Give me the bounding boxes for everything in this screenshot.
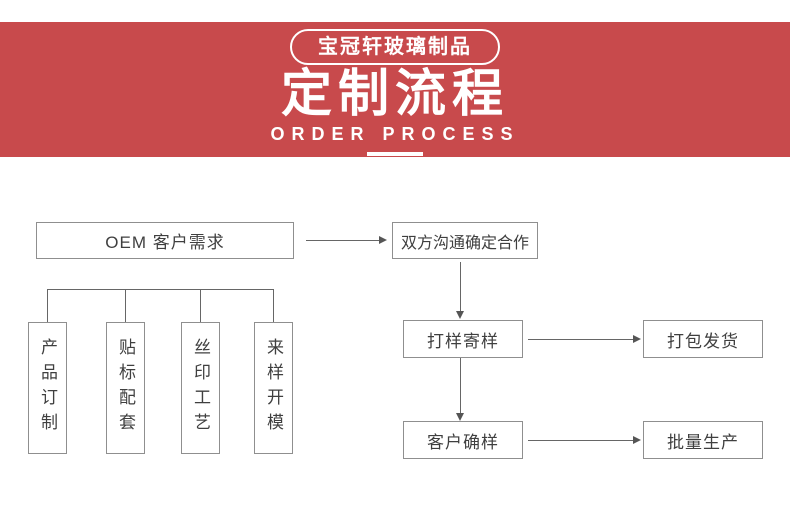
arrow-line-sample-to-ship: [528, 339, 634, 340]
banner: 宝冠轩玻璃制品 定制流程 ORDER PROCESS: [0, 22, 790, 157]
title-underline-bar: [367, 152, 423, 156]
flow-box-mass-production: 批量生产: [643, 421, 763, 459]
arrow-down-icon: [456, 311, 464, 319]
arrow-right-icon: [379, 236, 387, 244]
arrow-line-oem-to-cooperate: [306, 240, 380, 241]
branch-box-labeling: 贴标配套: [106, 322, 145, 454]
branch-box-product-order: 产品订制: [28, 322, 67, 454]
page-subtitle: ORDER PROCESS: [270, 124, 520, 144]
brand-badge: 宝冠轩玻璃制品: [290, 29, 500, 65]
branch-box-silkscreen: 丝印工艺: [181, 322, 220, 454]
branch-connector-line: [47, 289, 274, 290]
flow-box-ship: 打包发货: [643, 320, 763, 358]
branch-drop-line-4: [273, 289, 274, 322]
arrow-line-sample-to-confirm: [460, 358, 461, 414]
arrow-right-icon: [633, 436, 641, 444]
arrow-down-icon: [456, 413, 464, 421]
flow-box-sample: 打样寄样: [403, 320, 523, 358]
flow-box-confirm: 客户确样: [403, 421, 523, 459]
arrow-line-cooperate-to-sample: [460, 262, 461, 312]
branch-drop-line-3: [200, 289, 201, 322]
arrow-line-confirm-to-mass: [528, 440, 634, 441]
arrow-right-icon: [633, 335, 641, 343]
branch-drop-line-1: [47, 289, 48, 322]
flow-box-cooperate: 双方沟通确定合作: [392, 222, 538, 259]
branch-box-sample-mold: 来样开模: [254, 322, 293, 454]
flow-box-oem-demand: OEM 客户需求: [36, 222, 294, 259]
page-title: 定制流程: [280, 65, 509, 122]
branch-drop-line-2: [125, 289, 126, 322]
